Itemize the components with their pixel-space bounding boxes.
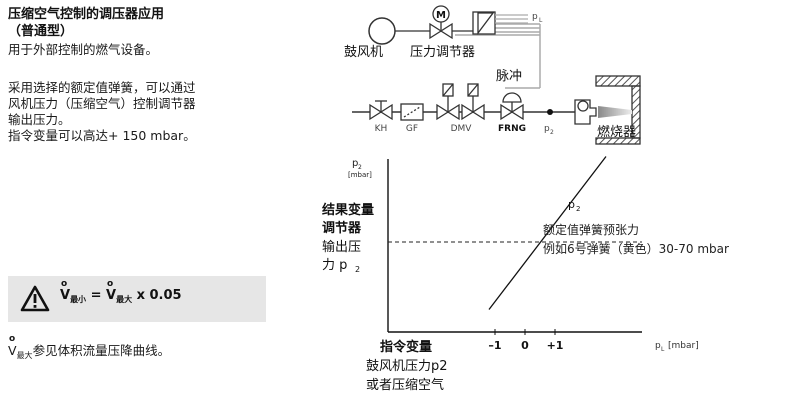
gas-control-schematic: M p L — [344, 5, 641, 145]
pl-label: p — [532, 12, 538, 22]
air-damper-symbol — [472, 11, 496, 35]
blower-label: 鼓风机 — [344, 45, 383, 60]
footnote-v-subscript: 最大 — [16, 351, 33, 360]
pl-subscript: L — [539, 17, 543, 24]
title-line-1: 压缩空气控制的调压器应用 — [8, 7, 165, 22]
y-label-line-1: 结果变量 — [322, 202, 374, 218]
pressure-chart: p 2 [mbar] 结果变量 调节器 输出压 力 p 2 p 2 额定值弹簧预… — [322, 156, 729, 393]
paragraph-line-3: 输出压力。 — [8, 112, 71, 127]
equals-sign: = — [86, 288, 107, 303]
kh-label: KH — [375, 124, 388, 134]
annotation-line-2: 例如6号弹簧（黄色）30-70 mbar — [543, 241, 729, 256]
x-label-line-1: 指令变量 — [380, 339, 432, 355]
p2-subscript: 2 — [550, 129, 554, 136]
page-title: 压缩空气控制的调压器应用 （普通型） — [8, 6, 164, 40]
regulator-label: 压力调节器 — [410, 45, 475, 60]
y-label-line-2: 调节器 — [322, 220, 362, 236]
y-label-subscript: 2 — [355, 265, 360, 274]
blower-symbol — [368, 17, 396, 45]
x-tick-label: +1 — [547, 339, 564, 352]
burner-label: 燃烧器 — [597, 124, 636, 140]
factor-text: x 0.05 — [132, 288, 182, 303]
title-line-2: （普通型） — [8, 24, 74, 39]
description: 用于外部控制的燃气设备。 — [8, 42, 159, 57]
frng-label: FRNG — [498, 124, 526, 134]
y-label-line-3: 输出压 — [322, 239, 361, 255]
x-tick-label: –1 — [488, 339, 501, 352]
paragraph-line-1: 采用选择的额定值弹簧，可以通过 — [8, 80, 196, 95]
paragraph-line-4: 指令变量可以高达+ 150 mbar。 — [8, 128, 196, 143]
y-label-line-4: 力 p — [322, 258, 347, 273]
footnote-v-symbol: V — [8, 343, 17, 358]
p2-tap-point — [547, 109, 553, 115]
filter-symbol — [400, 103, 424, 121]
series-label-subscript: 2 — [576, 205, 580, 213]
paragraph-line-2: 风机压力（压缩空气）控制调节器 — [8, 96, 196, 111]
burner-symbol — [574, 75, 641, 145]
x-ticks: –1 0 +1 — [488, 329, 563, 352]
pulse-label: 脉冲 — [496, 69, 522, 84]
x-tick-label: 0 — [521, 339, 529, 352]
p2-label: p — [544, 124, 550, 134]
annotation-line-1: 额定值弹簧预张力 — [543, 222, 639, 237]
double-valve-symbol — [436, 83, 485, 121]
gf-label: GF — [406, 124, 418, 134]
x-label-line-2: 鼓风机压力p2 — [366, 359, 448, 374]
ball-valve-symbol — [369, 100, 393, 121]
series-label: p — [568, 198, 575, 211]
motor-label: M — [436, 10, 446, 21]
p2-series-line — [488, 156, 607, 310]
footnote-text: 参见体积流量压降曲线。 — [32, 343, 171, 358]
y-unit-subscript: 2 — [358, 164, 362, 171]
frng-regulator-symbol — [500, 92, 524, 121]
y-unit-symbol: p — [352, 158, 358, 169]
x-unit-bracket: [mbar] — [668, 341, 699, 351]
paragraph: 采用选择的额定值弹簧，可以通过 风机压力（压缩空气）控制调节器 输出压力。 指令… — [8, 80, 196, 144]
v-min-symbol: V — [60, 288, 71, 303]
x-unit-subscript: L — [661, 346, 665, 353]
v-max-symbol: V — [106, 288, 117, 303]
y-unit-bracket: [mbar] — [348, 171, 372, 179]
x-label-line-3: 或者压缩空气 — [366, 377, 444, 393]
flame-symbol — [598, 106, 632, 118]
dmv-label: DMV — [451, 124, 473, 134]
warning-icon — [20, 285, 50, 312]
x-unit-symbol: p — [655, 341, 661, 351]
v-min-subscript: 最小 — [70, 295, 87, 304]
v-max-subscript: 最大 — [116, 295, 133, 304]
